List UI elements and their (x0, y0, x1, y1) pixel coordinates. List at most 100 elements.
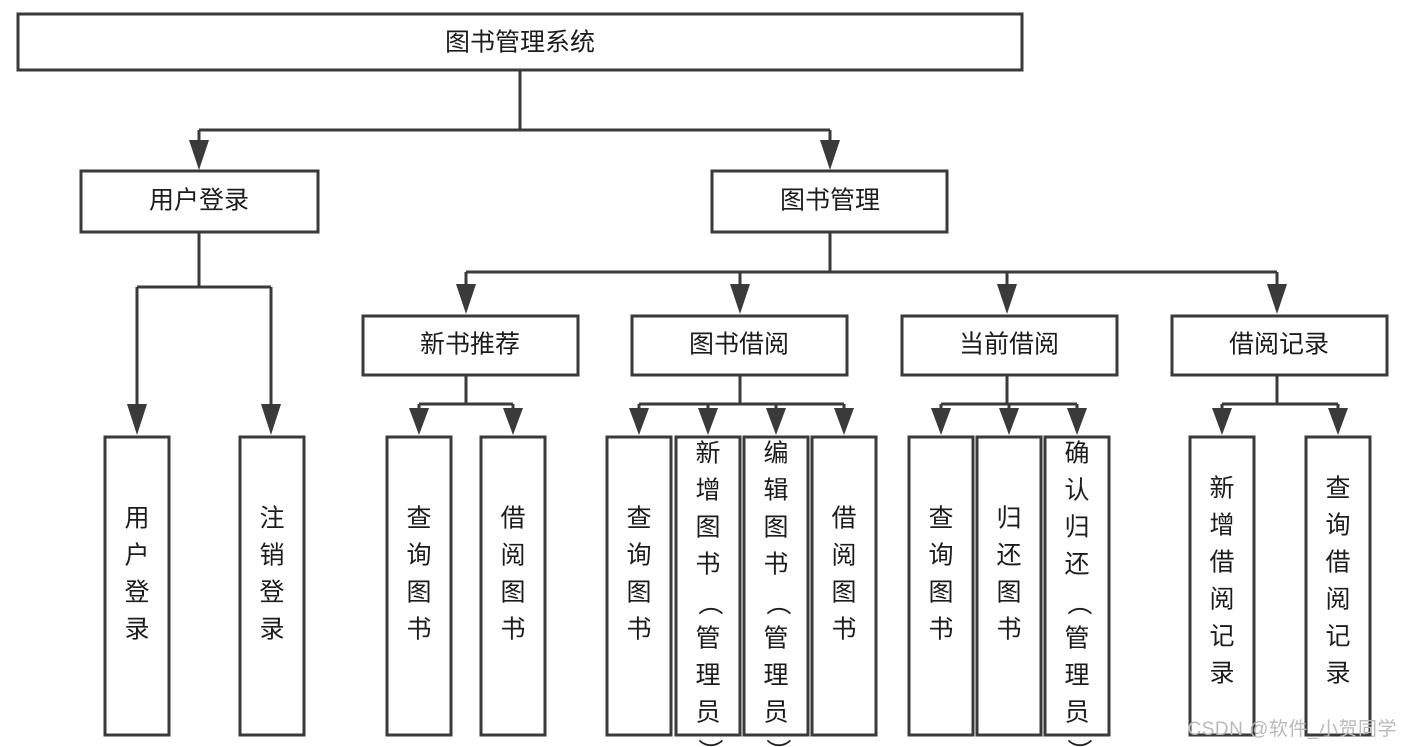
leaf-label-char: 询 (1325, 512, 1350, 540)
leaf-label-char: 书 (763, 551, 788, 579)
leaf-label-char: 员 (763, 699, 788, 727)
arrowhead-leaf-borrow-record-2 (1328, 408, 1348, 435)
leaf-label-char: 询 (928, 542, 953, 570)
leaf-box (907, 435, 975, 737)
leaf-label-char: 图 (763, 514, 788, 542)
leaf-label-char: 查 (928, 505, 953, 533)
leaf-label-char: 户 (124, 542, 149, 570)
node-current-borrow[interactable]: 当前借阅 (900, 314, 1119, 377)
leaf-label-char: 员 (695, 699, 720, 727)
leaf-box (1304, 435, 1372, 737)
node-root[interactable]: 图书管理系统 (16, 12, 1024, 72)
csdn-watermark: CSDN @软件_小贺同学 (1187, 719, 1397, 740)
leaf-label-char: 录 (1209, 660, 1234, 688)
node-root-label: 图书管理系统 (445, 29, 595, 57)
arrowhead-leaf-book-borrow-4 (834, 408, 854, 435)
leaf-box (103, 435, 171, 737)
leaf-label-char: 编 (763, 440, 788, 468)
leaf-label-char: 图 (928, 579, 953, 607)
leaf-label-char: 登 (124, 579, 149, 607)
arrowhead-leaf-new-book-2 (503, 408, 523, 435)
leaf-label-char: 图 (996, 579, 1021, 607)
leaf-box (385, 435, 453, 737)
node-new-book-recommend-label: 新书推荐 (420, 331, 520, 359)
leaf-label-vertical: 用户登录 (124, 505, 149, 644)
leaf-label-char: ） (695, 738, 723, 747)
node-new-book-recommend[interactable]: 新书推荐 (361, 314, 580, 377)
leaf-label-char: 借 (500, 505, 525, 533)
leaf-label-char: 认 (1064, 477, 1089, 505)
arrowhead-current-borrow (997, 284, 1017, 314)
node-borrow-record[interactable]: 借阅记录 (1170, 314, 1389, 377)
leaf-box (605, 435, 673, 737)
leaf-label-char: 管 (1064, 625, 1089, 653)
leaf-label-char: 借 (1209, 549, 1234, 577)
arrowhead-leaf-book-borrow-3 (766, 408, 786, 435)
leaf-label-char: 书 (500, 616, 525, 644)
leaf-label-char: 销 (259, 542, 284, 570)
leaf-label-char: （ (1064, 590, 1092, 615)
leaf-label-char: 还 (1064, 551, 1089, 579)
leaf-user-login-user-login[interactable]: 用户登录 (103, 435, 171, 737)
leaf-label-char: 阅 (1209, 586, 1234, 614)
arrowhead-borrow-record (1267, 284, 1287, 314)
leaf-box (1043, 435, 1111, 737)
leaf-label-char: 辑 (763, 477, 788, 505)
leaf-label-char: 询 (626, 542, 651, 570)
arrowhead-leaf-book-borrow-2 (698, 408, 718, 435)
leaf-label-char: 询 (406, 542, 431, 570)
node-current-borrow-label: 当前借阅 (959, 331, 1059, 359)
node-user-login[interactable]: 用户登录 (79, 169, 320, 234)
leaf-label-char: 阅 (1325, 586, 1350, 614)
leaf-label-char: 新 (695, 440, 720, 468)
leaf-label-char: 增 (1209, 512, 1234, 540)
node-new-book-recommend-box (361, 314, 580, 377)
arrowhead-book-borrow (730, 284, 750, 314)
leaf-label-char: 员 (1064, 699, 1089, 727)
node-book-manage[interactable]: 图书管理 (710, 169, 949, 234)
leaf-label-char: 录 (1325, 660, 1350, 688)
node-book-manage-label: 图书管理 (780, 187, 880, 215)
node-borrow-record-box (1170, 314, 1389, 377)
connector-layer (127, 70, 1348, 435)
leaf-label-char: 还 (996, 542, 1021, 570)
leaf-label-char: 管 (695, 625, 720, 653)
leaf-box (810, 435, 878, 737)
node-book-borrow[interactable]: 图书借阅 (630, 314, 849, 377)
node-user-login-label: 用户登录 (149, 187, 249, 215)
leaf-label-char: 书 (695, 551, 720, 579)
leaf-label-char: 增 (695, 477, 720, 505)
leaf-box (742, 435, 810, 737)
node-root-box (16, 12, 1024, 72)
leaf-label-char: 查 (406, 505, 431, 533)
leaf-label-char: 新 (1209, 475, 1234, 503)
node-book-borrow-box (630, 314, 849, 377)
leaf-label-char: 书 (406, 616, 431, 644)
leaf-label-char: 借 (1325, 549, 1350, 577)
node-book-manage-box (710, 169, 949, 234)
leaf-label-char: 确 (1064, 440, 1089, 468)
leaf-label-char: 记 (1209, 623, 1234, 651)
leaf-label-char: 录 (124, 616, 149, 644)
node-user-login-box (79, 169, 320, 234)
leaf-label-char: 借 (831, 505, 856, 533)
